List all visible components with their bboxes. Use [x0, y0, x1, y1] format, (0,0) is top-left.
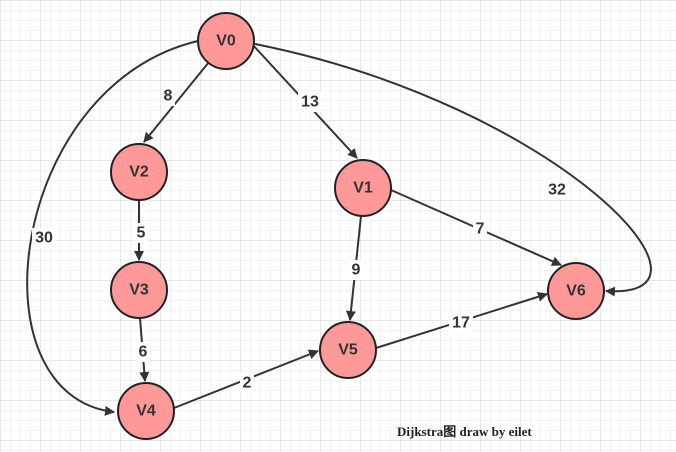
- edge-weight-background: [298, 92, 322, 112]
- node-label: V6: [566, 283, 586, 300]
- edge-weight-background: [161, 86, 175, 106]
- edge-v0-to-v4: [26, 40, 199, 416]
- edge-weight-background: [545, 180, 569, 200]
- node-label: V2: [129, 164, 149, 181]
- node-v4: V4: [117, 382, 175, 440]
- node-v3: V3: [110, 261, 168, 319]
- edge-weight-v1-v5: 9: [352, 262, 361, 279]
- edge-weight-v2-v3: 5: [137, 225, 146, 242]
- node-v2: V2: [110, 143, 168, 201]
- node-v1: V1: [334, 159, 392, 217]
- node-circle: [110, 143, 168, 201]
- edge-weight-v1-v6: 7: [476, 221, 485, 238]
- edge-weight-background: [473, 219, 487, 239]
- node-label: V1: [353, 180, 373, 197]
- edge-weight-v5-v6: 17: [452, 315, 470, 332]
- node-v6: V6: [547, 262, 605, 320]
- edge-weight-v3-v4: 6: [139, 344, 148, 361]
- edge-weight-v0-v2: 8: [164, 88, 173, 105]
- edge-weight-background: [32, 228, 56, 248]
- edge-weight-background: [136, 342, 150, 362]
- edge-weight-labels: 8 13 30 32 5 6 2 9 7 17: [32, 86, 569, 393]
- node-circle: [319, 321, 377, 379]
- node-label: V0: [216, 33, 236, 50]
- edge-weight-v0-v1: 13: [301, 94, 319, 111]
- edge-weight-background: [449, 313, 473, 333]
- node-circle: [547, 262, 605, 320]
- node-label: V3: [129, 282, 149, 299]
- edge-weight-v0-v6: 32: [548, 182, 566, 199]
- edge-weight-v0-v4: 30: [35, 230, 53, 247]
- edge-weight-v4-v5: 2: [243, 375, 252, 392]
- node-label: V4: [136, 403, 156, 420]
- edge-weight-background: [240, 373, 254, 393]
- node-label: V5: [338, 342, 358, 359]
- edge-weight-background: [134, 223, 148, 243]
- edge-v0-to-v2: [143, 61, 210, 143]
- node-v0: V0: [197, 12, 255, 70]
- node-circle: [334, 159, 392, 217]
- node-v5: V5: [319, 321, 377, 379]
- node-circle: [117, 382, 175, 440]
- edge-v0-to-v6: [254, 43, 652, 297]
- node-circle: [110, 261, 168, 319]
- edge-weight-background: [349, 260, 363, 280]
- node-circle: [197, 12, 255, 70]
- diagram-caption: Dijkstra图 draw by eilet: [397, 424, 532, 439]
